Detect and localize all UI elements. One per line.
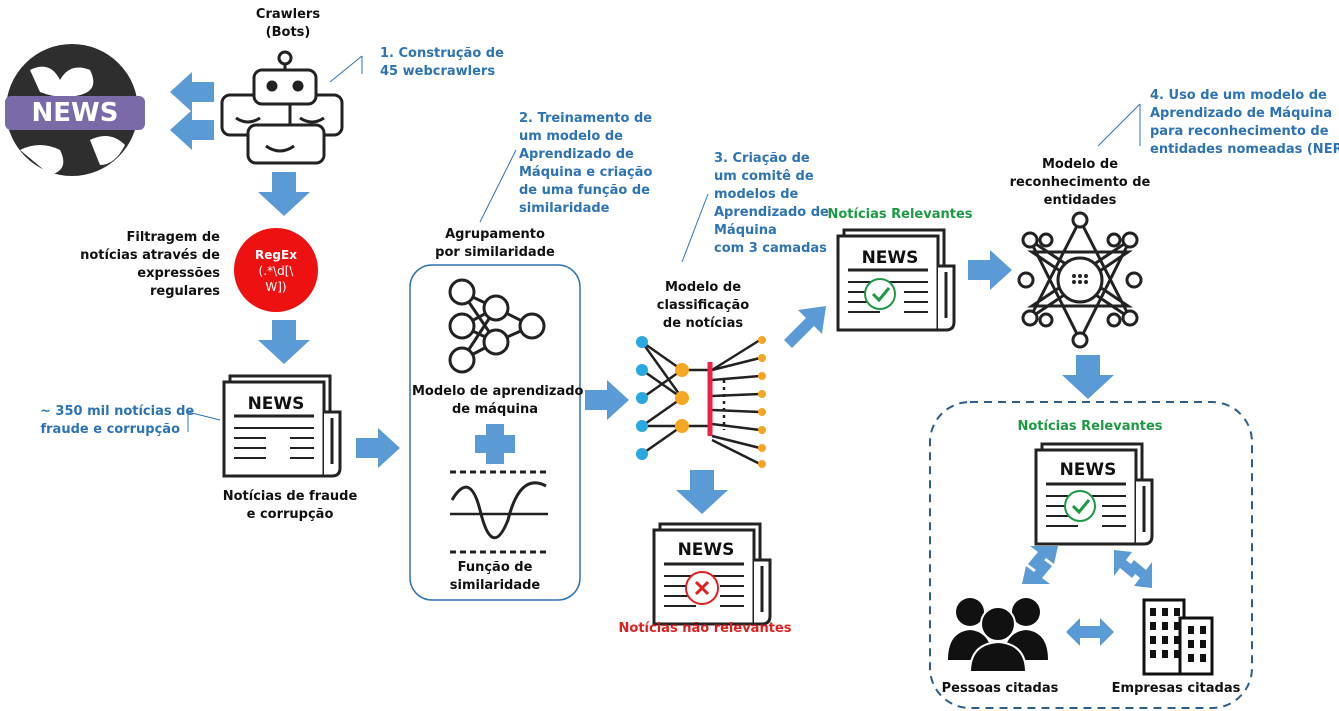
step2-line: um modelo de [519,129,623,144]
entities-box [929,401,1253,709]
double-arrows [1022,546,1152,646]
globe-news-icon [5,44,145,176]
filter-line: notícias através de [80,248,220,263]
step4-line: entidades nomeadas (NER) [1150,142,1339,157]
arrow-to-entities [1062,355,1114,399]
grouping-line: Agrupamento [445,227,545,242]
filter-line: expressões [137,266,220,281]
regex-label: RegEx (.*\d[\ W]) [234,247,318,295]
classifier-label: Modelo de classificação de notícias [643,279,763,333]
buildings-icon [1142,598,1214,676]
not-relevant-label: Notícias não relevantes [618,621,792,636]
grouping-label: Agrupamento por similaridade [425,226,565,262]
count-line: ~ 350 mil notícias de [40,404,195,419]
ner-model-label: Modelo de reconhecimento de entidades [1005,156,1155,210]
step3-line: Máquina [714,223,777,238]
step2-line: Aprendizado de [519,147,634,162]
crawler-bots-icon [220,50,344,165]
ner-model-line: reconhecimento de [1009,175,1151,190]
regex-circle [234,228,318,312]
arrow-to-globe-1 [170,72,214,112]
arrow-to-relevant [784,306,826,348]
step3-line: um comitê de [714,169,814,184]
people-icon [948,598,1048,673]
ner-model-icon [1017,211,1143,349]
regex-line: W]) [265,280,287,294]
step4-line: 4. Uso de um modelo de [1150,88,1327,103]
similarity-function-icon [450,470,548,554]
relevant-news-icon [836,228,956,332]
filter-label: Filtragem de notícias através de express… [70,229,220,301]
ner-model-line: entidades [1043,193,1117,208]
ml-model-label: Modelo de aprendizado de máquina [412,383,584,419]
step3-label: 3. Criação de um comitê de modelos de Ap… [714,150,829,258]
relevant-label-1: Notícias Relevantes [827,207,973,222]
crawlers-label: Crawlers (Bots) [243,6,333,42]
grouping-line: por similaridade [435,245,555,260]
crawlers-line: Crawlers [255,7,321,22]
step4-line: Aprendizado de Máquina [1150,106,1333,121]
fraud-news-icon [222,374,342,478]
step2-line: similaridade [519,201,610,216]
classifier-line: de notícias [662,316,744,331]
step4-line: para reconhecimento de [1150,124,1329,139]
ml-model-line: de máquina [451,402,538,417]
fraud-news-label: Notícias de fraude e corrupção [215,488,365,524]
arrow-to-ner [968,250,1012,290]
filter-line: Filtragem de [126,230,220,245]
ml-model-line: Modelo de aprendizado [412,384,584,399]
step3-line: 3. Criação de [714,151,810,166]
regex-title: RegEx [255,248,297,262]
people-label: Pessoas citadas [941,681,1059,696]
step2-line: Máquina e criação [519,165,653,180]
step3-line: modelos de [714,187,799,202]
news-word-2: NEWS [677,540,735,560]
fraud-news-line: Notícias de fraude [222,489,358,504]
arrow-to-not-relevant [676,470,728,514]
step3-line: com 3 camadas [714,241,827,256]
count-label: ~ 350 mil notícias de fraude e corrupção [40,403,195,439]
step3-line: Aprendizado de [714,205,829,220]
step2-line: 2. Treinamento de [519,111,653,126]
ner-model-line: Modelo de [1041,157,1119,172]
arrow-down-1 [258,172,310,216]
arrow-to-globe-2 [170,110,214,150]
arrow-to-grouping [356,428,400,468]
step2-label: 2. Treinamento de um modelo de Aprendiza… [519,110,652,218]
globe-news-label: NEWS [31,98,119,128]
neural-net-icon [448,278,546,374]
plus-icon [475,424,515,464]
step1-line: 1. Construção de [380,46,504,61]
arrow-down-2 [258,320,310,364]
grouping-box [409,264,581,601]
sim-function-label: Função de similaridade [430,559,560,595]
crawlers-line: (Bots) [265,25,311,40]
classifier-line: classificação [656,298,750,313]
count-line: fraude e corrupção [40,422,180,437]
step2-line: de uma função de [519,183,650,198]
news-word-3: NEWS [861,248,919,268]
classifier-ensemble-icon [636,336,766,468]
companies-label: Empresas citadas [1111,681,1241,696]
relevant-label-2: Notícias Relevantes [1017,419,1163,434]
filter-line: regulares [150,284,220,299]
step1-line: 45 webcrawlers [380,64,496,79]
news-word-1: NEWS [247,394,305,414]
sim-function-line: similaridade [449,578,541,593]
regex-line: (.*\d[\ [258,264,294,278]
classifier-line: Modelo de [664,280,742,295]
sim-function-line: Função de [457,560,533,575]
step1-label: 1. Construção de 45 webcrawlers [380,45,504,81]
fraud-news-line: e corrupção [246,507,334,522]
arrow-to-classifier [585,380,629,420]
news-word-4: NEWS [1059,460,1117,480]
step4-label: 4. Uso de um modelo de Aprendizado de Má… [1150,87,1339,159]
